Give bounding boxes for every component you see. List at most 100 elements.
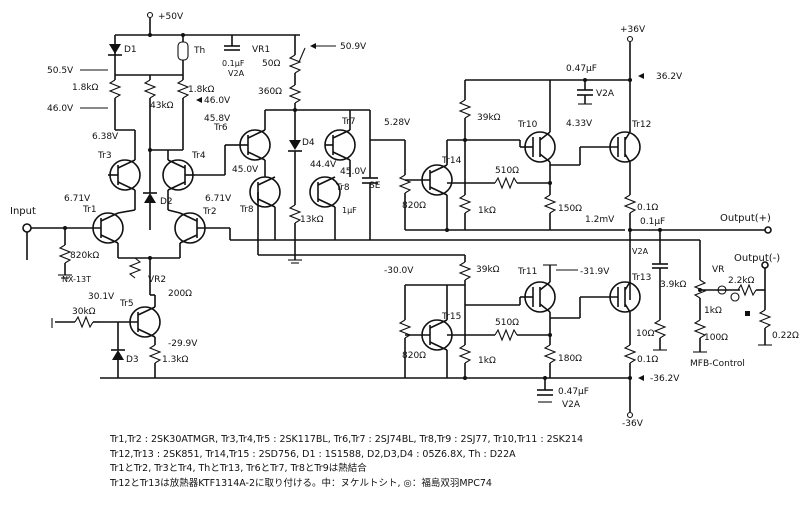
r13kb-value: 1.3kΩ <box>162 355 189 365</box>
tr4-transistor: Tr4 <box>162 151 206 191</box>
upper-bypass-cap: 0.47μF V2A <box>566 64 615 105</box>
r360-value: 360Ω <box>258 87 282 97</box>
v12mv-label: 1.2mV <box>585 215 615 225</box>
d3-label: D3 <box>126 355 139 365</box>
r820-lower: 820Ω -30.0V <box>384 266 426 378</box>
v528-label: 5.28V <box>384 118 411 128</box>
r820a-value: 820Ω <box>402 201 426 211</box>
tr2-transistor: Tr2 6.71V <box>174 194 232 244</box>
r13k-value: 13kΩ <box>300 215 324 225</box>
r30k-value: 30kΩ <box>72 307 96 317</box>
r39k2-value: 3.9kΩ <box>660 280 687 290</box>
left-bias-resistors: 1.8kΩ 43kΩ 1.8kΩ 50.5V 46.0V 46.0V <box>47 66 231 150</box>
tr11-transistor: Tr11 -31.9V <box>517 267 610 313</box>
v301-label: 30.1V <box>88 292 115 302</box>
r01b-value: 0.1Ω <box>637 355 658 365</box>
d1-label: D1 <box>124 45 137 55</box>
r510b-value: 510Ω <box>495 318 519 328</box>
r150-value: 150Ω <box>558 204 582 214</box>
v509-label: 50.9V <box>340 42 367 52</box>
th-thermistor: Th <box>177 35 205 75</box>
v433-label: 4.33V <box>566 119 593 129</box>
r10-value: 10Ω <box>636 329 654 339</box>
v671-label: 6.71V <box>64 194 91 204</box>
junction-dots <box>63 33 702 380</box>
v671b-label: 6.71V <box>205 194 232 204</box>
tr1-transistor: Tr1 6.71V <box>64 194 124 244</box>
r39k-lower: 39kΩ 1kΩ <box>458 255 500 378</box>
notes-line-2: Tr12,Tr13 : 2SK851, Tr14,Tr15 : 2SD756, … <box>110 448 516 460</box>
mfb-control-label: MFB-Control <box>690 359 745 369</box>
v444-label: 44.4V <box>310 160 337 170</box>
se-label: SE <box>369 181 381 191</box>
r820b-value: 820Ω <box>402 351 426 361</box>
minus-36v-rail: -36V -36.2V <box>100 374 680 429</box>
vr1-value: 50Ω <box>262 59 280 69</box>
tr15-transistor: Tr15 <box>405 312 461 351</box>
vr2-pot: NX-13T VR2 200Ω <box>62 257 192 299</box>
r39kb-value: 39kΩ <box>476 265 500 275</box>
input-label: Input <box>10 206 36 217</box>
tr4-label: Tr4 <box>191 151 206 161</box>
neg-sense-label: -36.2V <box>650 374 680 384</box>
tr7-label: Tr7 <box>341 117 356 127</box>
r1kc-value: 1kΩ <box>704 306 722 316</box>
se-capacitor: SE 1μF <box>342 110 381 240</box>
vr2-label: VR2 <box>148 275 166 285</box>
v505-label: 50.5V <box>47 66 74 76</box>
top-bypass-cap: 0.1μF V2A <box>222 35 245 78</box>
r1kb-value: 1kΩ <box>478 356 496 366</box>
nx-label: NX-13T <box>62 275 91 284</box>
r1ka-value: 1kΩ <box>478 206 496 216</box>
output-minus-label: Output(-) <box>734 253 780 264</box>
r39k-upper: 39kΩ 1kΩ <box>458 80 501 230</box>
v450-label: 45.0V <box>340 167 367 177</box>
tr10-transistor: Tr10 4.33V <box>517 119 593 163</box>
v450b-label: 45.0V <box>232 165 259 175</box>
c047a-rating: V2A <box>596 89 615 99</box>
r13k-source: 1.3kΩ <box>148 337 189 378</box>
r13k: 13kΩ <box>288 204 324 264</box>
output-plus-label: Output(+) <box>720 213 771 224</box>
vr1-label: VR1 <box>252 45 270 55</box>
tr9-transistor: Tr8 44.4V 45.0V <box>232 160 350 208</box>
th-label: Th <box>193 46 205 56</box>
tr12-label: Tr12 <box>631 120 651 130</box>
output-plus: Output(+) <box>630 213 772 234</box>
r30k: 30kΩ <box>51 307 100 329</box>
tr13-label: Tr13 <box>631 273 651 283</box>
tr2-label: Tr2 <box>202 207 217 217</box>
tr8-label: Tr8 <box>239 205 254 215</box>
tr12-transistor: Tr12 <box>580 120 651 163</box>
tr9-label: Tr8 <box>335 183 350 193</box>
r22k-value: 2.2kΩ <box>728 276 755 286</box>
zobel-network: V2A 3.9kΩ 10Ω <box>632 230 687 351</box>
tr14-transistor: Tr14 <box>405 156 462 196</box>
notes-line-1: Tr1,Tr2 : 2SK30ATMGR, Tr3,Tr4,Tr5 : 2SK1… <box>110 434 584 445</box>
r39ka-value: 39kΩ <box>477 113 501 123</box>
d3-diode: D3 <box>111 322 139 378</box>
tr7-transistor: Tr7 45.0V <box>324 117 367 177</box>
tr11-label: Tr11 <box>517 267 537 277</box>
r022: 0.22Ω <box>758 300 799 346</box>
zobel-cap-rating: V2A <box>632 247 649 256</box>
r510-lower: 510Ω <box>447 318 550 342</box>
tr8-transistor: Tr8 <box>239 176 281 215</box>
v300-label: -30.0V <box>384 266 414 276</box>
parts-notes: Tr1,Tr2 : 2SK30ATMGR, Tr3,Tr4,Tr5 : 2SK1… <box>110 433 790 491</box>
r1k8a-value: 1.8kΩ <box>72 83 99 93</box>
cap-top-rating: V2A <box>228 69 245 78</box>
r510-upper: 510Ω <box>447 166 550 190</box>
rail-neg-label: -36V <box>622 419 644 429</box>
tr6-label: Tr6 <box>213 123 228 133</box>
r01-lower: 0.1Ω <box>623 312 658 378</box>
tr6-transistor: Tr6 45.8V <box>204 114 271 161</box>
tr15-label: Tr15 <box>441 312 461 322</box>
plus-36v-rail: +36V 36.2V <box>620 25 683 82</box>
tr3-label: Tr3 <box>97 151 112 161</box>
r1k8b-value: 1.8kΩ <box>188 85 215 95</box>
tr14-label: Tr14 <box>441 156 462 166</box>
r180: 180Ω <box>543 335 582 378</box>
cap-top-value: 0.1μF <box>222 59 245 68</box>
